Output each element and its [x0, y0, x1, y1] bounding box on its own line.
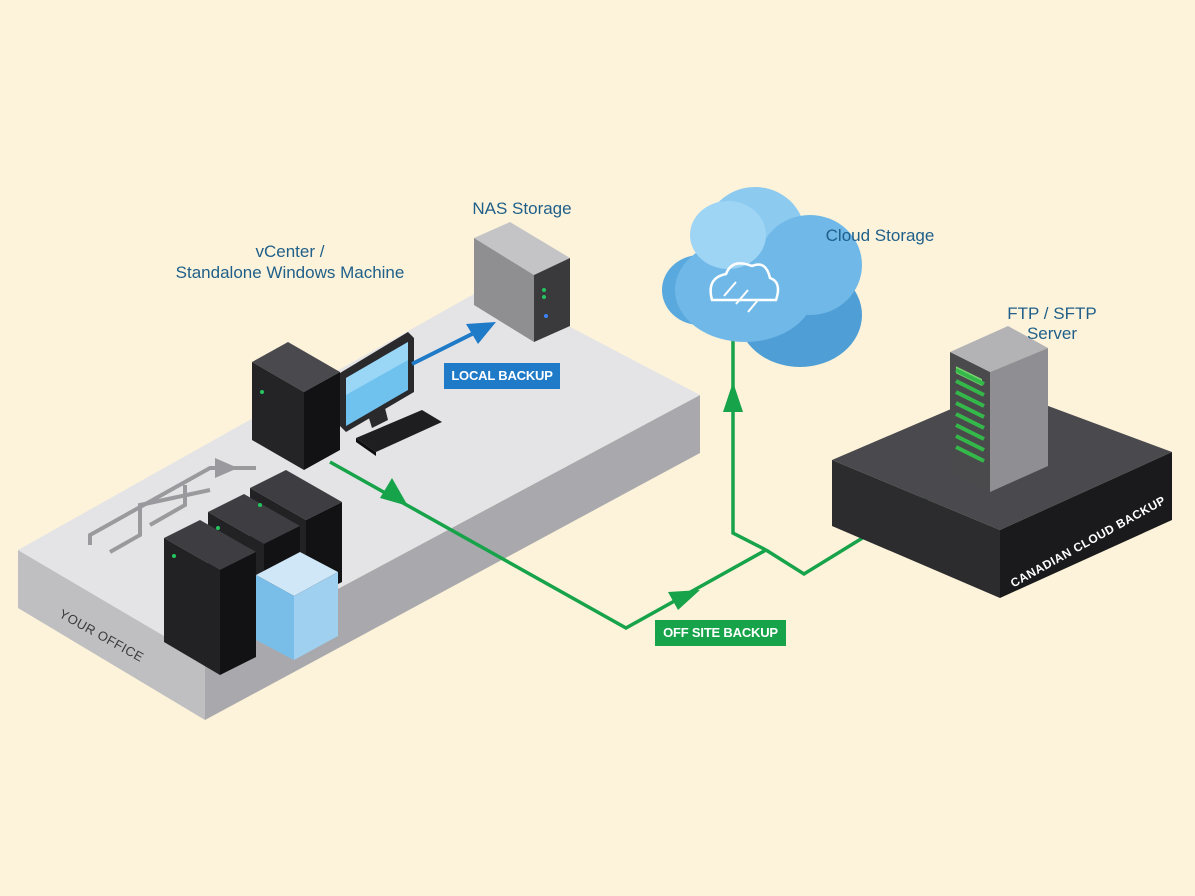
nas-storage-label: NAS Storage	[472, 199, 572, 218]
keyboard	[356, 410, 442, 456]
cloud-storage-icon	[662, 187, 862, 367]
vcenter-label-line2: Standalone Windows Machine	[175, 263, 405, 282]
vcenter-label-line1: vCenter /	[255, 242, 325, 261]
nas-device	[474, 222, 570, 342]
ftp-label-line2: Server	[1026, 324, 1078, 343]
local-backup-arrow	[411, 322, 496, 366]
blue-storage-box	[256, 552, 338, 660]
local-backup-badge: LOCAL BACKUP	[444, 363, 560, 389]
ftp-label-line1: FTP / SFTP	[1007, 304, 1097, 323]
monitor	[340, 332, 414, 432]
offsite-backup-badge: OFF SITE BACKUP	[655, 620, 786, 646]
internal-arrow-head	[215, 458, 238, 478]
ftp-server-rack	[950, 326, 1048, 492]
workstation-tower	[252, 342, 340, 470]
cloud-storage-label: Cloud Storage	[825, 226, 935, 245]
